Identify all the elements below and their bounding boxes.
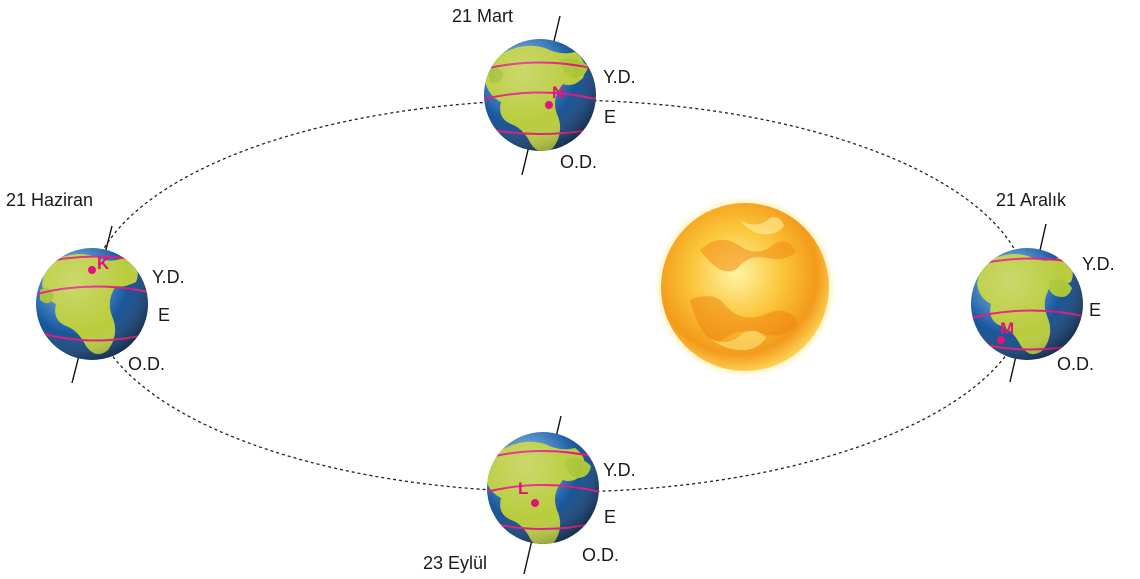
date-december-label: 21 Aralık: [996, 190, 1067, 210]
march-equator-label: E: [604, 107, 616, 127]
date-march-label: 21 Mart: [452, 6, 513, 26]
december-tropic-north-label: Y.D.: [1082, 254, 1115, 274]
september-tropic-north-label: Y.D.: [603, 460, 636, 480]
point-n-label: N: [552, 83, 564, 102]
december-tropic-south-label: O.D.: [1057, 354, 1094, 374]
globe-december: [971, 223, 1083, 383]
december-equator-label: E: [1089, 300, 1101, 320]
globe-september: [487, 415, 599, 575]
point-m-label: M: [1000, 319, 1014, 338]
point-k-label: K: [97, 254, 110, 273]
june-equator-label: E: [158, 305, 170, 325]
september-tropic-south-label: O.D.: [582, 545, 619, 565]
september-equator-label: E: [604, 507, 616, 527]
orbit-path: [89, 99, 1029, 493]
june-tropic-north-label: Y.D.: [152, 267, 185, 287]
march-tropic-north-label: Y.D.: [603, 67, 636, 87]
date-september-label: 23 Eylül: [423, 553, 487, 573]
date-june-label: 21 Haziran: [6, 190, 93, 210]
globe-march: [484, 15, 596, 176]
june-tropic-south-label: O.D.: [128, 354, 165, 374]
march-tropic-south-label: O.D.: [560, 152, 597, 172]
sun-icon: [653, 195, 837, 379]
point-l-label: L: [518, 479, 528, 498]
